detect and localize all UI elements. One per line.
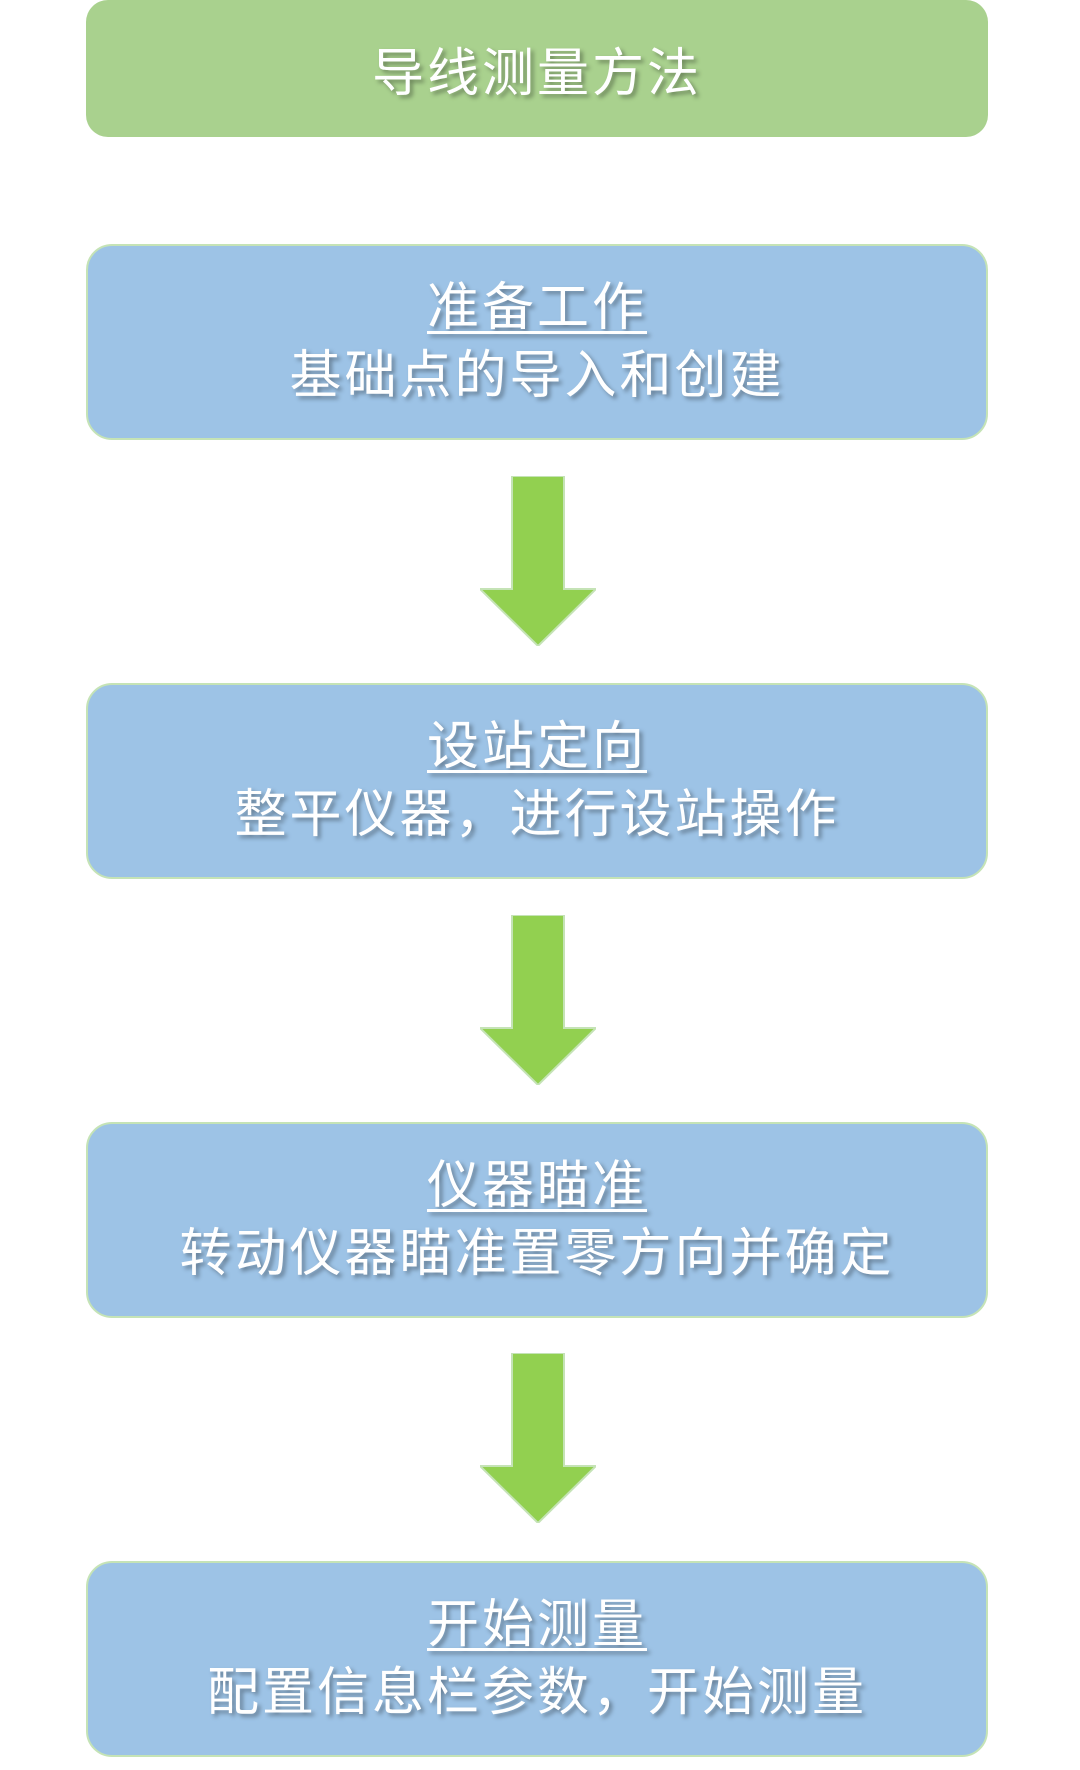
title-box: 导线测量方法 bbox=[86, 0, 988, 137]
step-box-3: 仪器瞄准 转动仪器瞄准置零方向并确定 bbox=[86, 1122, 988, 1318]
step-description-1: 基础点的导入和创建 bbox=[289, 346, 785, 406]
step-title-4: 开始测量 bbox=[426, 1595, 647, 1655]
step-box-4: 开始测量 配置信息栏参数，开始测量 bbox=[86, 1561, 988, 1757]
step-box-1: 准备工作 基础点的导入和创建 bbox=[86, 244, 988, 440]
step-title-2: 设站定向 bbox=[426, 717, 647, 777]
step-description-3: 转动仪器瞄准置零方向并确定 bbox=[179, 1224, 895, 1284]
step-title-1: 准备工作 bbox=[426, 278, 647, 338]
down-arrow-icon-2 bbox=[480, 915, 596, 1085]
step-description-4: 配置信息栏参数，开始测量 bbox=[206, 1663, 867, 1723]
step-description-2: 整平仪器，进行设站操作 bbox=[234, 785, 840, 845]
down-arrow-icon-3 bbox=[480, 1353, 596, 1523]
diagram-title: 导线测量方法 bbox=[371, 44, 702, 104]
down-arrow-icon-1 bbox=[480, 476, 596, 646]
step-title-3: 仪器瞄准 bbox=[426, 1156, 647, 1216]
step-box-2: 设站定向 整平仪器，进行设站操作 bbox=[86, 683, 988, 879]
